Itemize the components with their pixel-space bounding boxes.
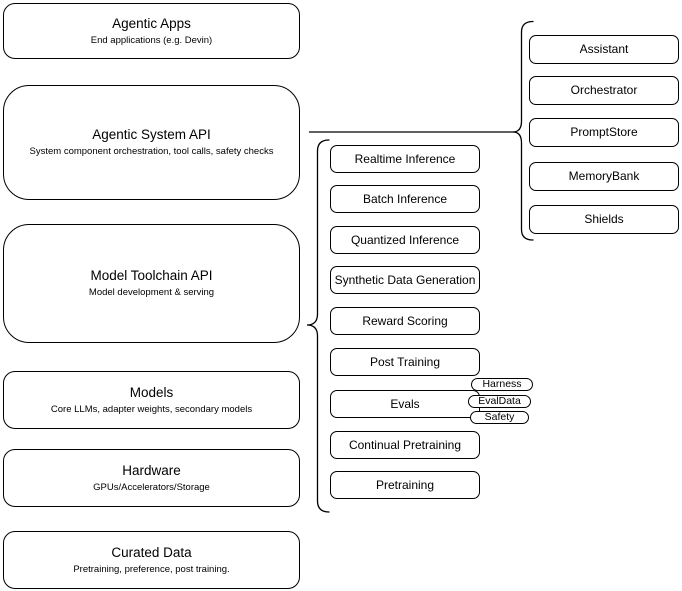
node-quantized-inference: Quantized Inference <box>330 226 480 254</box>
layer-title: Curated Data <box>111 544 192 560</box>
layer-title: Models <box>129 384 174 400</box>
layer-box-agentic-system-api: Agentic System API System component orche… <box>3 85 300 200</box>
layer-subtitle: System component orchestration, tool cal… <box>29 146 274 157</box>
node-synthetic-data-generation: Synthetic Data Generation <box>330 266 480 294</box>
layer-subtitle: Core LLMs, adapter weights, secondary mo… <box>50 403 253 415</box>
pill-harness: Harness <box>471 378 533 391</box>
toolchain-brace <box>306 139 330 513</box>
layer-subtitle: Model development & serving <box>88 287 215 298</box>
node-memorybank: MemoryBank <box>529 162 679 191</box>
node-realtime-inference: Realtime Inference <box>330 145 480 173</box>
node-reward-scoring: Reward Scoring <box>330 307 480 335</box>
node-batch-inference: Batch Inference <box>330 185 480 213</box>
node-assistant: Assistant <box>529 35 679 64</box>
node-post-training: Post Training <box>330 348 480 376</box>
node-orchestrator: Orchestrator <box>529 76 679 105</box>
pill-evaldata: EvalData <box>468 395 531 408</box>
node-continual-pretraining: Continual Pretraining <box>330 431 480 459</box>
layer-subtitle: Pretraining, preference, post training. <box>73 563 230 575</box>
layer-title: Agentic Apps <box>112 15 191 31</box>
layer-subtitle: End applications (e.g. Devin) <box>90 34 213 46</box>
node-evals: Evals <box>330 390 480 418</box>
node-promptstore: PromptStore <box>529 118 679 147</box>
node-pretraining: Pretraining <box>330 471 480 499</box>
layer-box-model-toolchain-api: Model Toolchain API Model development & s… <box>3 224 300 343</box>
layer-title: Model Toolchain API <box>90 268 213 283</box>
layer-title: Agentic System API <box>92 127 211 142</box>
pill-safety: Safety <box>470 411 529 424</box>
layer-subtitle: GPUs/Accelerators/Storage <box>93 481 210 493</box>
node-shields: Shields <box>529 205 679 234</box>
system-components-brace <box>512 20 534 241</box>
layer-title: Hardware <box>122 462 181 478</box>
